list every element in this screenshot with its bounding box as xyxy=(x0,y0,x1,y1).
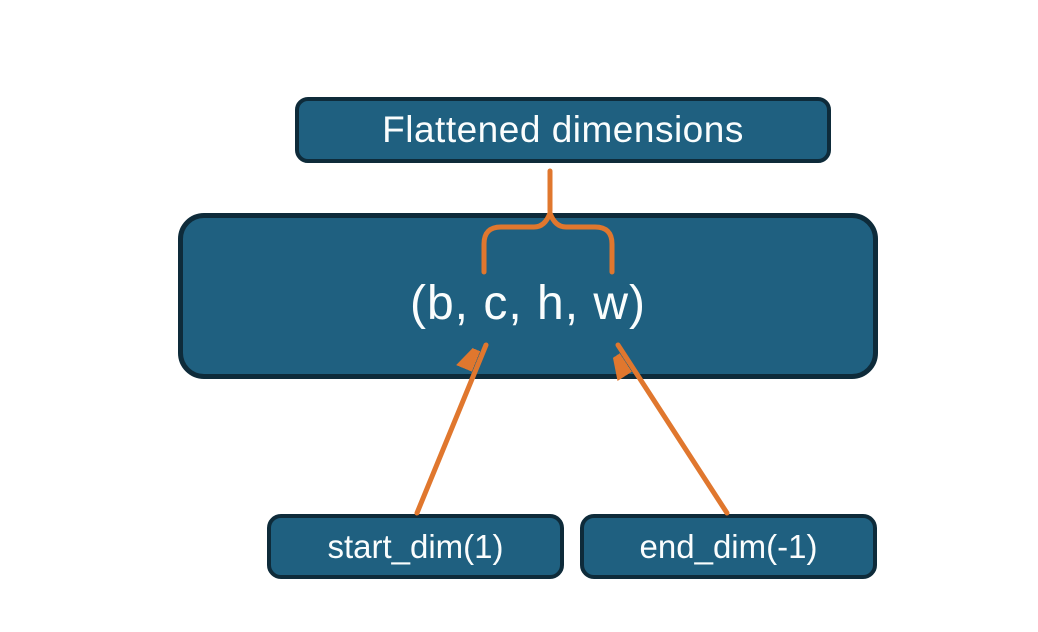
flattened-dimensions-label: Flattened dimensions xyxy=(382,109,744,150)
tensor-shape-label: (b, c, h, w) xyxy=(409,276,647,330)
start-dim-label: start_dim(1) xyxy=(327,527,504,565)
end-dim-label: end_dim(-1) xyxy=(639,527,818,565)
start-dim-box: start_dim(1) xyxy=(267,514,564,579)
end-dim-box: end_dim(-1) xyxy=(580,514,877,579)
tensor-shape-box: (b, c, h, w) xyxy=(178,213,878,379)
flattened-dimensions-box: Flattened dimensions xyxy=(295,97,831,163)
